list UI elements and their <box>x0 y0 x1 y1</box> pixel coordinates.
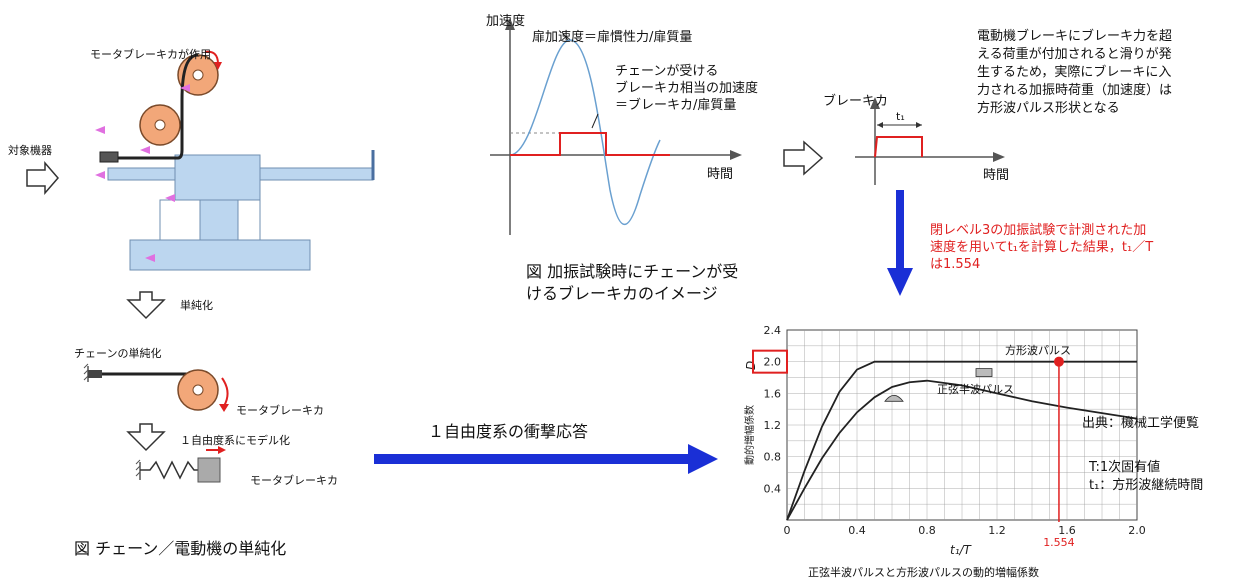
spring <box>140 460 198 480</box>
shock-response-arrow <box>374 444 718 474</box>
carriage-lower <box>199 199 239 246</box>
x-axis-label: t₁/T <box>950 543 973 557</box>
chain <box>118 53 199 160</box>
chain-simplified-label: チェーンの単純化 <box>74 347 162 360</box>
chain-accel-line3: ＝ブレーキカ/扉質量 <box>615 98 737 113</box>
x-tick-label: 1.2 <box>988 524 1006 537</box>
accel-x-label: 時間 <box>707 167 734 182</box>
force-arrows <box>95 84 190 262</box>
chain-accel-line1: チェーンが受ける <box>615 64 719 79</box>
motor-brake-force-label-2: モータブレーキカ <box>250 474 338 487</box>
y-tick-label: 2.0 <box>764 356 782 369</box>
note-line: 電動機ブレーキにブレーキ力を超 <box>977 29 1173 44</box>
marker-point <box>1053 356 1064 367</box>
pulse-t1: t₁ <box>896 110 905 123</box>
sine-pulse-label: 正弦半波パルス <box>937 383 1014 396</box>
to-pulse-arrow <box>783 140 824 176</box>
chart-caption: 正弦半波パルスと方形波パルスの動的増幅係数 <box>808 566 1039 579</box>
down-arrow <box>887 190 913 296</box>
door-accel-eq: 扉加速度＝扉慣性力/扉質量 <box>532 30 693 45</box>
one-dof-label: １自由度系にモデル化 <box>180 434 290 447</box>
sine-pulse-curve <box>786 379 1138 521</box>
chain-accel-line2: ブレーキカ相当の加速度 <box>615 81 759 96</box>
x-tick-label: 0.8 <box>918 524 936 537</box>
pulse-x-label: 時間 <box>983 168 1010 183</box>
y-tick-label: 2.4 <box>764 324 782 337</box>
model-arrow <box>126 423 166 452</box>
note-line: 生するため，実際にブレーキに入 <box>977 65 1172 80</box>
motor-brake-label: モータブレーキカが作用 <box>90 48 211 61</box>
x-tick-label: 1.6 <box>1058 524 1076 537</box>
accel-caption-line1: 図 加振試験時にチェーンが受 <box>526 262 739 281</box>
square-pulse-label: 方形波パルス <box>1005 344 1071 357</box>
highlight-box <box>752 349 788 374</box>
y-tick-label: 0.4 <box>764 482 782 495</box>
square-pulse-curve <box>786 360 1137 521</box>
brake-accel-pulse <box>510 132 670 156</box>
y-tick-label: 1.2 <box>764 419 782 432</box>
pulse-graph <box>855 97 1005 185</box>
result-note: 閉レベル3の加振試験で計測された加 速度を用いてt₁を計算した結果，t₁／T は… <box>930 222 1153 273</box>
input-arrow <box>26 160 59 196</box>
x-tick-label: 2.0 <box>1128 524 1146 537</box>
door-accel-curve <box>509 39 661 226</box>
note-line: 方形波パルス形状となる <box>977 101 1120 116</box>
legend-t: T:1次固有値 <box>1089 460 1161 475</box>
y-tick-label: 0.8 <box>764 451 782 464</box>
y-axis-symbol: D <box>744 361 758 370</box>
source-label: 出典：機械工学便覧 <box>1082 416 1200 431</box>
y-tick-label: 1.6 <box>764 387 782 400</box>
base <box>129 239 311 271</box>
result-line: 速度を用いてt₁を計算した結果，t₁／T <box>930 240 1154 255</box>
carriage-upper <box>174 154 261 201</box>
motor-brake-force-label: モータブレーキカ <box>236 404 324 417</box>
note-line: 力される加振時荷重（加速度）は <box>977 83 1173 98</box>
target-label: 対象機器 <box>8 144 52 157</box>
simplify-label: 単純化 <box>180 299 213 312</box>
explanation-note: 電動機ブレーキにブレーキ力を超 える荷重が付加されると滑りが発 生するため，実際… <box>977 28 1172 118</box>
y-axis-label: 動的増幅係数 <box>743 405 756 465</box>
sine-pulse-glyph <box>884 394 904 402</box>
shock-response-label: １自由度系の衝撃応答 <box>428 422 589 441</box>
accel-caption-line2: けるブレーキカのイメージ <box>526 284 718 303</box>
acceleration-graph <box>490 18 742 235</box>
marker-label: 1.554 <box>1043 536 1075 549</box>
legend-t1: t₁：方形波継続時間 <box>1089 478 1204 493</box>
x-tick-label: 0 <box>784 524 791 537</box>
result-line: 閉レベル3の加振試験で計測された加 <box>930 223 1147 238</box>
accel-y-label: 加速度 <box>486 14 526 29</box>
result-line: は1.554 <box>930 257 981 272</box>
mass <box>197 457 221 483</box>
square-pulse <box>874 136 923 158</box>
note-line: える荷重が付加されると滑りが発 <box>977 47 1172 62</box>
square-pulse-glyph <box>975 368 993 377</box>
dynamic-amplification-chart: 0 0.4 0.8 1.2 1.6 2.0 0.4 0.8 1.2 1.6 2.0 2.4 t₁/T 動的… <box>743 324 1146 557</box>
x-tick-label: 0.4 <box>848 524 866 537</box>
pulse-y-label: ブレーキカ <box>823 94 889 109</box>
machine-diagram <box>26 50 375 483</box>
simplify-arrow <box>126 291 166 320</box>
left-caption: 図 チェーン／電動機の単純化 <box>74 539 287 558</box>
